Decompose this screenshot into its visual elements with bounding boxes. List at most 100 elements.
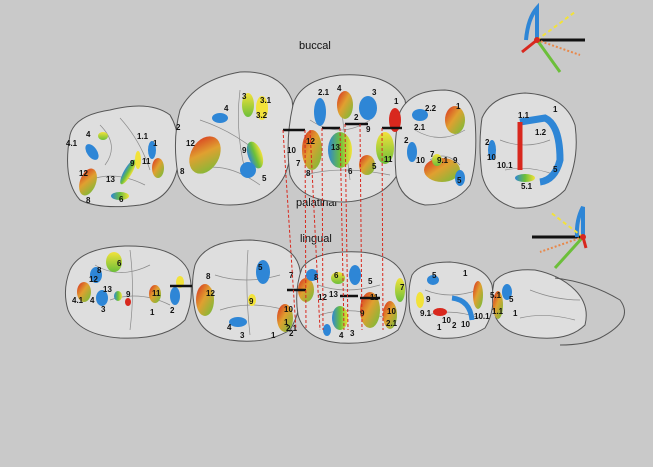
label: 13: [106, 175, 115, 184]
label: 8: [314, 273, 319, 282]
upper-reference-bars: [283, 122, 402, 132]
label: 2: [176, 123, 181, 132]
label: 13: [103, 285, 112, 294]
lower-root-outline: [554, 277, 625, 346]
label: 1: [437, 323, 442, 332]
title-buccal: buccal: [299, 40, 331, 52]
label: 8: [180, 167, 185, 176]
label: 2: [485, 138, 490, 147]
label: 4: [224, 104, 229, 113]
label: 4.1: [66, 139, 78, 148]
label: 5: [457, 176, 462, 185]
label: 1: [150, 308, 155, 317]
lower-contacts: [77, 252, 512, 336]
label: 3: [101, 305, 106, 314]
label: 1.1: [492, 307, 504, 316]
label: 7: [430, 150, 435, 159]
label: 5.1: [490, 291, 502, 300]
title-lingual: lingual: [300, 233, 332, 245]
label: 5: [262, 174, 267, 183]
label: 4: [337, 84, 342, 93]
label: 4: [227, 323, 232, 332]
label: 2: [170, 306, 175, 315]
label: 1: [513, 309, 518, 318]
label: 1: [463, 269, 468, 278]
label: 10: [461, 320, 470, 329]
label: 3.2: [256, 111, 268, 120]
label: 11: [142, 157, 151, 166]
label: 1: [456, 102, 461, 111]
label: 12: [206, 289, 215, 298]
label: 3.1: [260, 96, 272, 105]
label: 5: [553, 165, 558, 174]
label: 7: [400, 283, 405, 292]
label: 5: [372, 162, 377, 171]
label: 1.1: [518, 111, 530, 120]
label: 9: [242, 146, 247, 155]
label: 9: [126, 290, 131, 299]
label: 13: [331, 143, 340, 152]
lower-reference-bars: [170, 284, 380, 300]
label: 1: [271, 331, 276, 340]
label: 2.1: [286, 324, 298, 333]
label: 6: [119, 195, 124, 204]
upper-contacts: [79, 91, 564, 200]
label: 4: [90, 296, 95, 305]
label: 12: [89, 275, 98, 284]
label: 5: [509, 295, 514, 304]
label: 13: [329, 290, 338, 299]
label: 8: [206, 272, 211, 281]
label: 9: [426, 295, 431, 304]
label: 9: [130, 159, 135, 168]
label: 9: [360, 309, 365, 318]
label: 10: [416, 156, 425, 165]
label: 5: [432, 271, 437, 280]
label: 9: [453, 156, 458, 165]
label: 10: [487, 153, 496, 162]
label: 1.1: [137, 132, 149, 141]
label: 6: [117, 259, 122, 268]
label: 10: [287, 146, 296, 155]
label: 8: [86, 196, 91, 205]
label: 1.2: [535, 128, 547, 137]
label: 9.1: [420, 309, 432, 318]
label: 8: [97, 266, 102, 275]
label: 1: [394, 97, 399, 106]
label: 10.1: [497, 161, 513, 170]
label: 3: [350, 329, 355, 338]
label: 10.1: [474, 312, 490, 321]
label: 9: [366, 125, 371, 134]
label: 12: [79, 169, 88, 178]
label: 7: [289, 271, 294, 280]
label: 10: [284, 305, 293, 314]
label: 4: [339, 331, 344, 340]
label: 2: [289, 329, 294, 338]
label: 1: [284, 318, 289, 327]
label: 5: [368, 277, 373, 286]
label: 11: [152, 289, 161, 298]
label: 10: [442, 316, 451, 325]
label: 8: [306, 169, 311, 178]
label: 2.1: [386, 319, 398, 328]
label: 6: [334, 271, 339, 280]
label: 4: [86, 130, 91, 139]
label: 1: [553, 105, 558, 114]
label: 11: [384, 155, 393, 164]
axis-indicator-upper: [521, 2, 585, 73]
label: 2: [404, 136, 409, 145]
label: 6: [348, 167, 353, 176]
label: 1: [153, 139, 158, 148]
lower-labels: 6 8 12 13 9 4.1 4 3 11 2 1 8 12 5 9 4 3 …: [72, 259, 518, 340]
label: 2.2: [425, 104, 437, 113]
label: 3: [240, 331, 245, 340]
upper-labels: 4 4.1 1.1 1 11 12 13 9 6 8 2 4 3 3.1 3.2…: [66, 84, 558, 205]
label: 12: [318, 293, 327, 302]
lower-tooth-3: [296, 251, 407, 344]
label: 5: [258, 263, 263, 272]
label: 9.1: [437, 156, 449, 165]
label: 2: [452, 321, 457, 330]
axis-indicator-lower: [532, 206, 588, 270]
label: 2.1: [318, 88, 330, 97]
label: 10: [387, 307, 396, 316]
